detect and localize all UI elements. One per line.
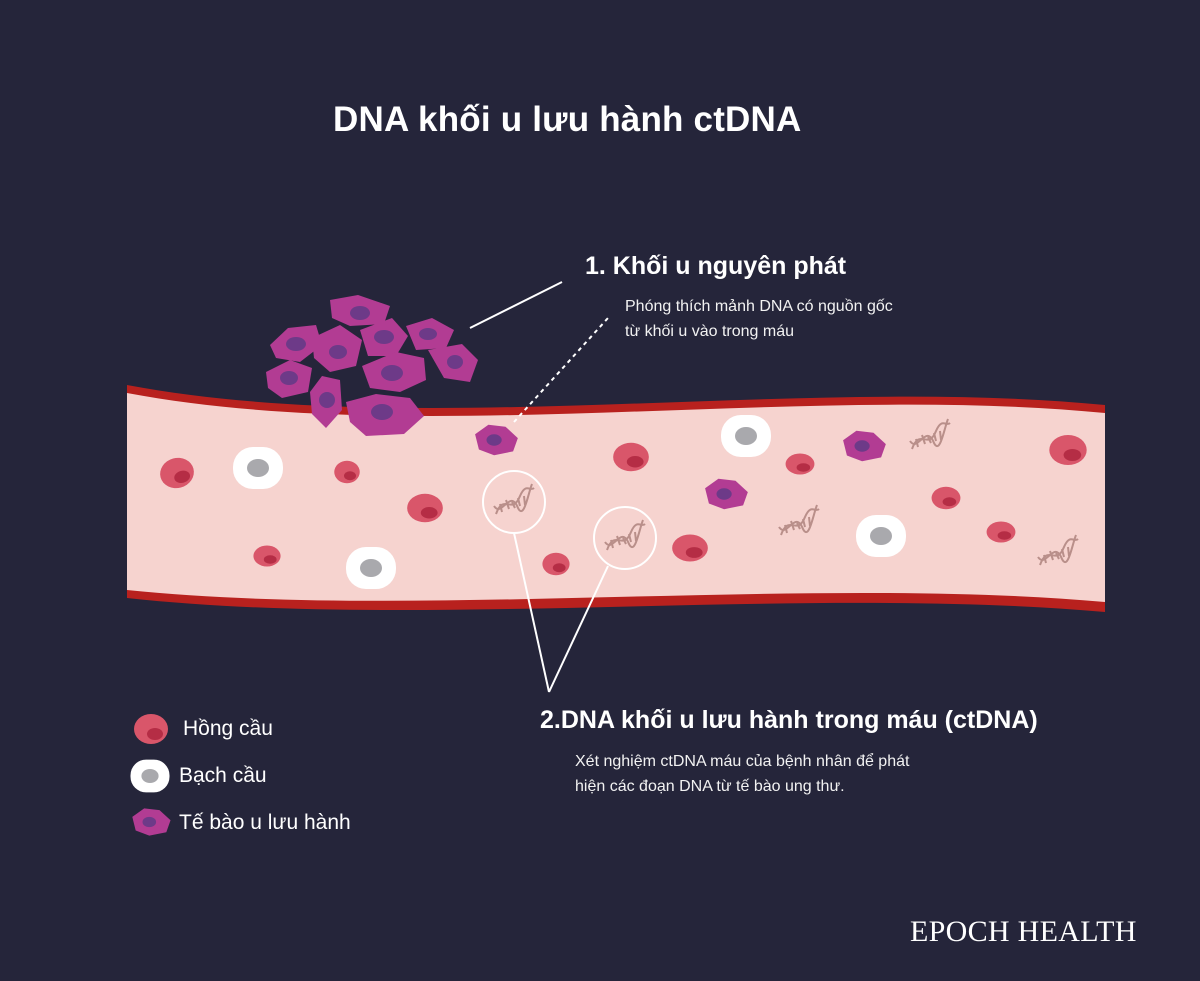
- legend-label-red-blood-cell: Hồng cầu: [183, 717, 273, 740]
- ctdna-description: Xét nghiệm ctDNA máu của bệnh nhân để ph…: [575, 749, 909, 799]
- brand-logo: EPOCH HEALTH: [910, 915, 1137, 948]
- ctdna-desc-line: hiện các đoạn DNA từ tế bào ung thư.: [575, 778, 845, 795]
- pointer-lines: [469, 281, 609, 693]
- primary-tumor-desc-line: Phóng thích mảnh DNA có nguồn gốc: [625, 298, 893, 315]
- red-blood-cell: [407, 493, 443, 523]
- legend-label-white-blood-cell: Bạch cầu: [179, 764, 267, 787]
- red-blood-cell: [253, 545, 281, 567]
- red-blood-cell: [334, 460, 360, 484]
- page-title: DNA khối u lưu hành ctDNA: [333, 100, 802, 139]
- red-blood-cell: [931, 486, 961, 510]
- ctdna-heading: 2.DNA khối u lưu hành trong máu (ctDNA): [540, 706, 1038, 734]
- white-blood-cell: [233, 447, 283, 489]
- primary-tumor-cluster: [266, 295, 478, 436]
- white-blood-cell: [346, 547, 396, 589]
- red-blood-cell: [986, 521, 1016, 543]
- red-blood-cell: [542, 552, 570, 576]
- primary-tumor-desc-line: từ khối u vào trong máu: [625, 323, 795, 340]
- white-blood-cell: [721, 415, 771, 457]
- primary-tumor-description: Phóng thích mảnh DNA có nguồn gốc từ khố…: [625, 294, 893, 344]
- primary-tumor-heading: 1. Khối u nguyên phát: [585, 252, 847, 280]
- tumor-cell-icon: [132, 808, 171, 836]
- red-blood-cell-icon: [134, 714, 168, 744]
- red-blood-cell: [1049, 435, 1087, 465]
- ctdna-desc-line: Xét nghiệm ctDNA máu của bệnh nhân để ph…: [575, 753, 910, 770]
- legend-icons: [130, 714, 171, 836]
- red-blood-cell: [785, 453, 815, 475]
- white-blood-cell-icon: [130, 759, 170, 793]
- red-blood-cell: [672, 534, 708, 562]
- white-blood-cell: [856, 515, 906, 557]
- legend-label-tumor-cell: Tế bào u lưu hành: [179, 811, 351, 834]
- red-blood-cell: [613, 442, 649, 472]
